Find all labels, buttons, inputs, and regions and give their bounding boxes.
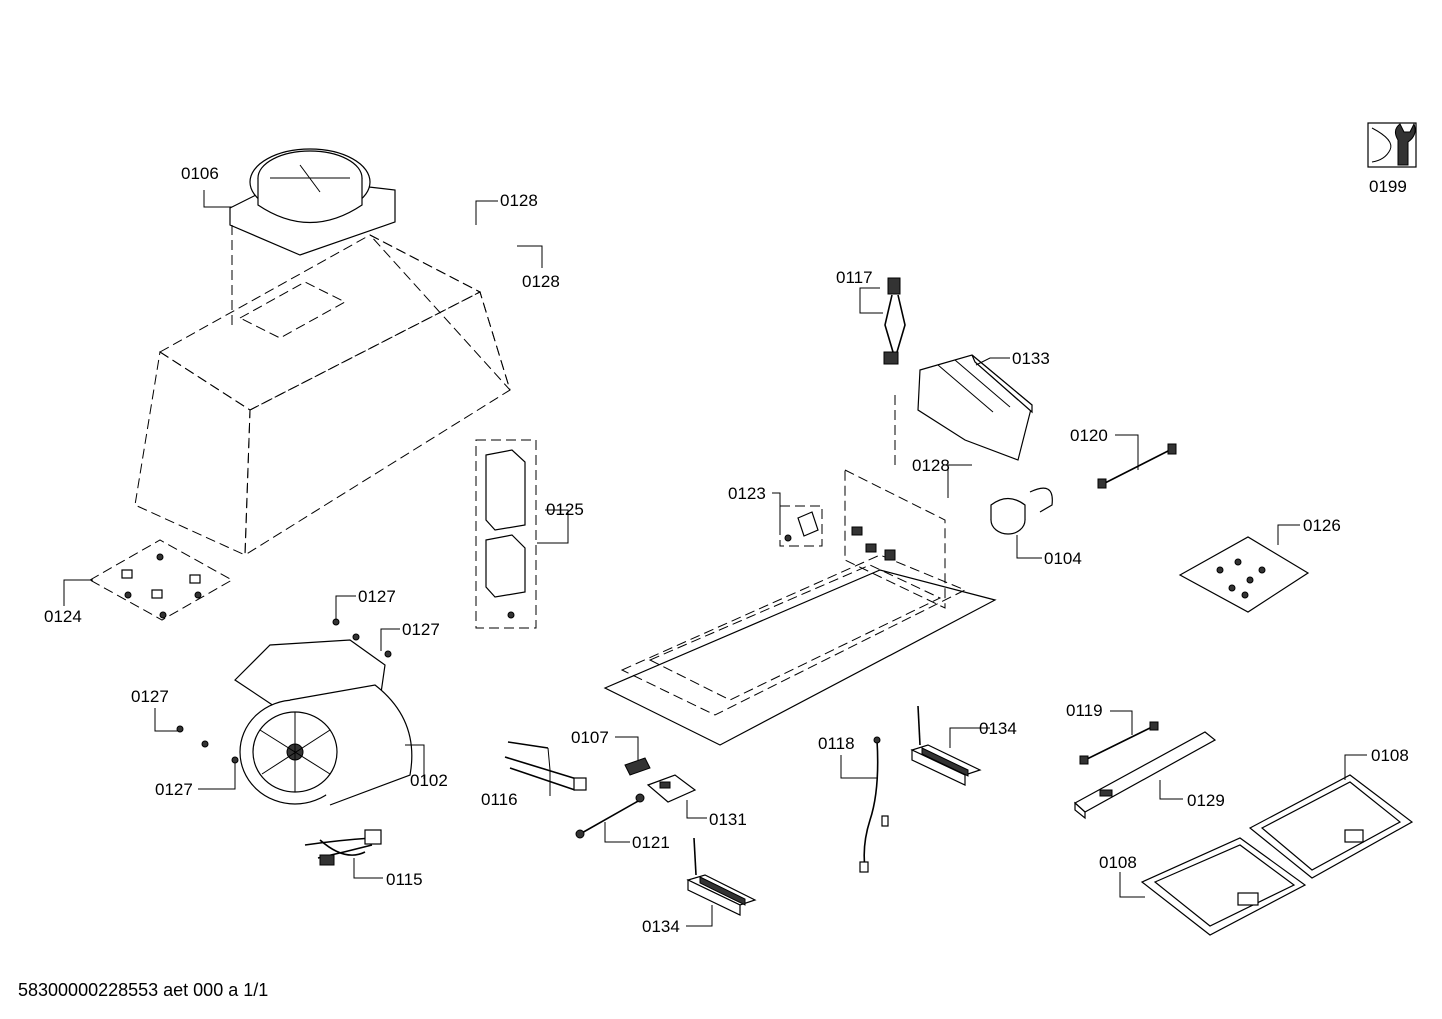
label-0127-c: 0127: [131, 687, 169, 706]
label-0134-b: 0134: [642, 917, 680, 936]
label-0128-b: 0128: [522, 272, 560, 291]
part-0134-light-b: [910, 705, 982, 786]
part-0107-cover: [624, 757, 651, 776]
label-0127-a: 0127: [358, 587, 396, 606]
part-0106-duct-collar: [229, 148, 396, 256]
label-0120: 0120: [1070, 426, 1108, 445]
label-0133: 0133: [1012, 349, 1050, 368]
part-0116-wires: [504, 741, 587, 791]
label-0121: 0121: [632, 833, 670, 852]
part-0120-cable: [1097, 443, 1177, 489]
label-0115: 0115: [386, 870, 423, 889]
part-0119-cable: [1079, 721, 1159, 765]
part-0129-light-bar: [1073, 731, 1217, 820]
part-0108-filter-b: [1140, 837, 1307, 936]
label-0118: 0118: [818, 734, 855, 753]
part-0133-module: [894, 354, 1033, 470]
label-0124: 0124: [44, 607, 82, 626]
label-0128-c: 0128: [912, 456, 950, 475]
part-0104-capacitor: [990, 487, 1053, 535]
label-0125: 0125: [546, 500, 584, 519]
part-0121-cable: [575, 793, 645, 839]
part-0134-light-a: [686, 837, 757, 916]
part-0118-wire: [859, 736, 889, 873]
label-0116: 0116: [481, 790, 518, 809]
label-0108-b: 0108: [1099, 853, 1137, 872]
part-hood-housing: [134, 234, 511, 556]
part-bottom-frame: [603, 469, 997, 746]
part-0123-switch: [779, 505, 823, 547]
part-0108-filter-a: [1248, 774, 1414, 879]
part-0125-brackets: [475, 439, 537, 629]
label-0117: 0117: [836, 268, 873, 287]
part-0115-harness: [304, 829, 382, 866]
label-0126: 0126: [1303, 516, 1341, 535]
label-0104: 0104: [1044, 549, 1082, 568]
label-0107: 0107: [571, 728, 609, 747]
part-0102-blower: [234, 639, 413, 806]
part-0117-harness: [883, 277, 906, 365]
label-0106: 0106: [181, 164, 219, 183]
part-number-labels: 0106 0128 0128 0199 0117 0133 0120 0128 …: [44, 164, 1409, 936]
document-id: 58300000228553 aet 000 a 1/1: [18, 980, 269, 1000]
part-0126-screw-bag: [1178, 536, 1310, 613]
wrench-service-icon: [1367, 122, 1417, 168]
label-0123: 0123: [728, 484, 766, 503]
label-0108-a: 0108: [1371, 746, 1409, 765]
label-0102: 0102: [410, 771, 448, 790]
part-0131-board: [646, 774, 697, 803]
part-0124-clips: [88, 539, 234, 621]
label-0127-b: 0127: [402, 620, 440, 639]
label-0134-a: 0134: [979, 719, 1017, 738]
label-0199: 0199: [1369, 177, 1407, 196]
leader-lines: [63, 190, 1367, 927]
label-0128-a: 0128: [500, 191, 538, 210]
label-0129: 0129: [1187, 791, 1225, 810]
label-0119: 0119: [1066, 701, 1103, 720]
label-0127-d: 0127: [155, 780, 193, 799]
label-0131: 0131: [709, 810, 747, 829]
